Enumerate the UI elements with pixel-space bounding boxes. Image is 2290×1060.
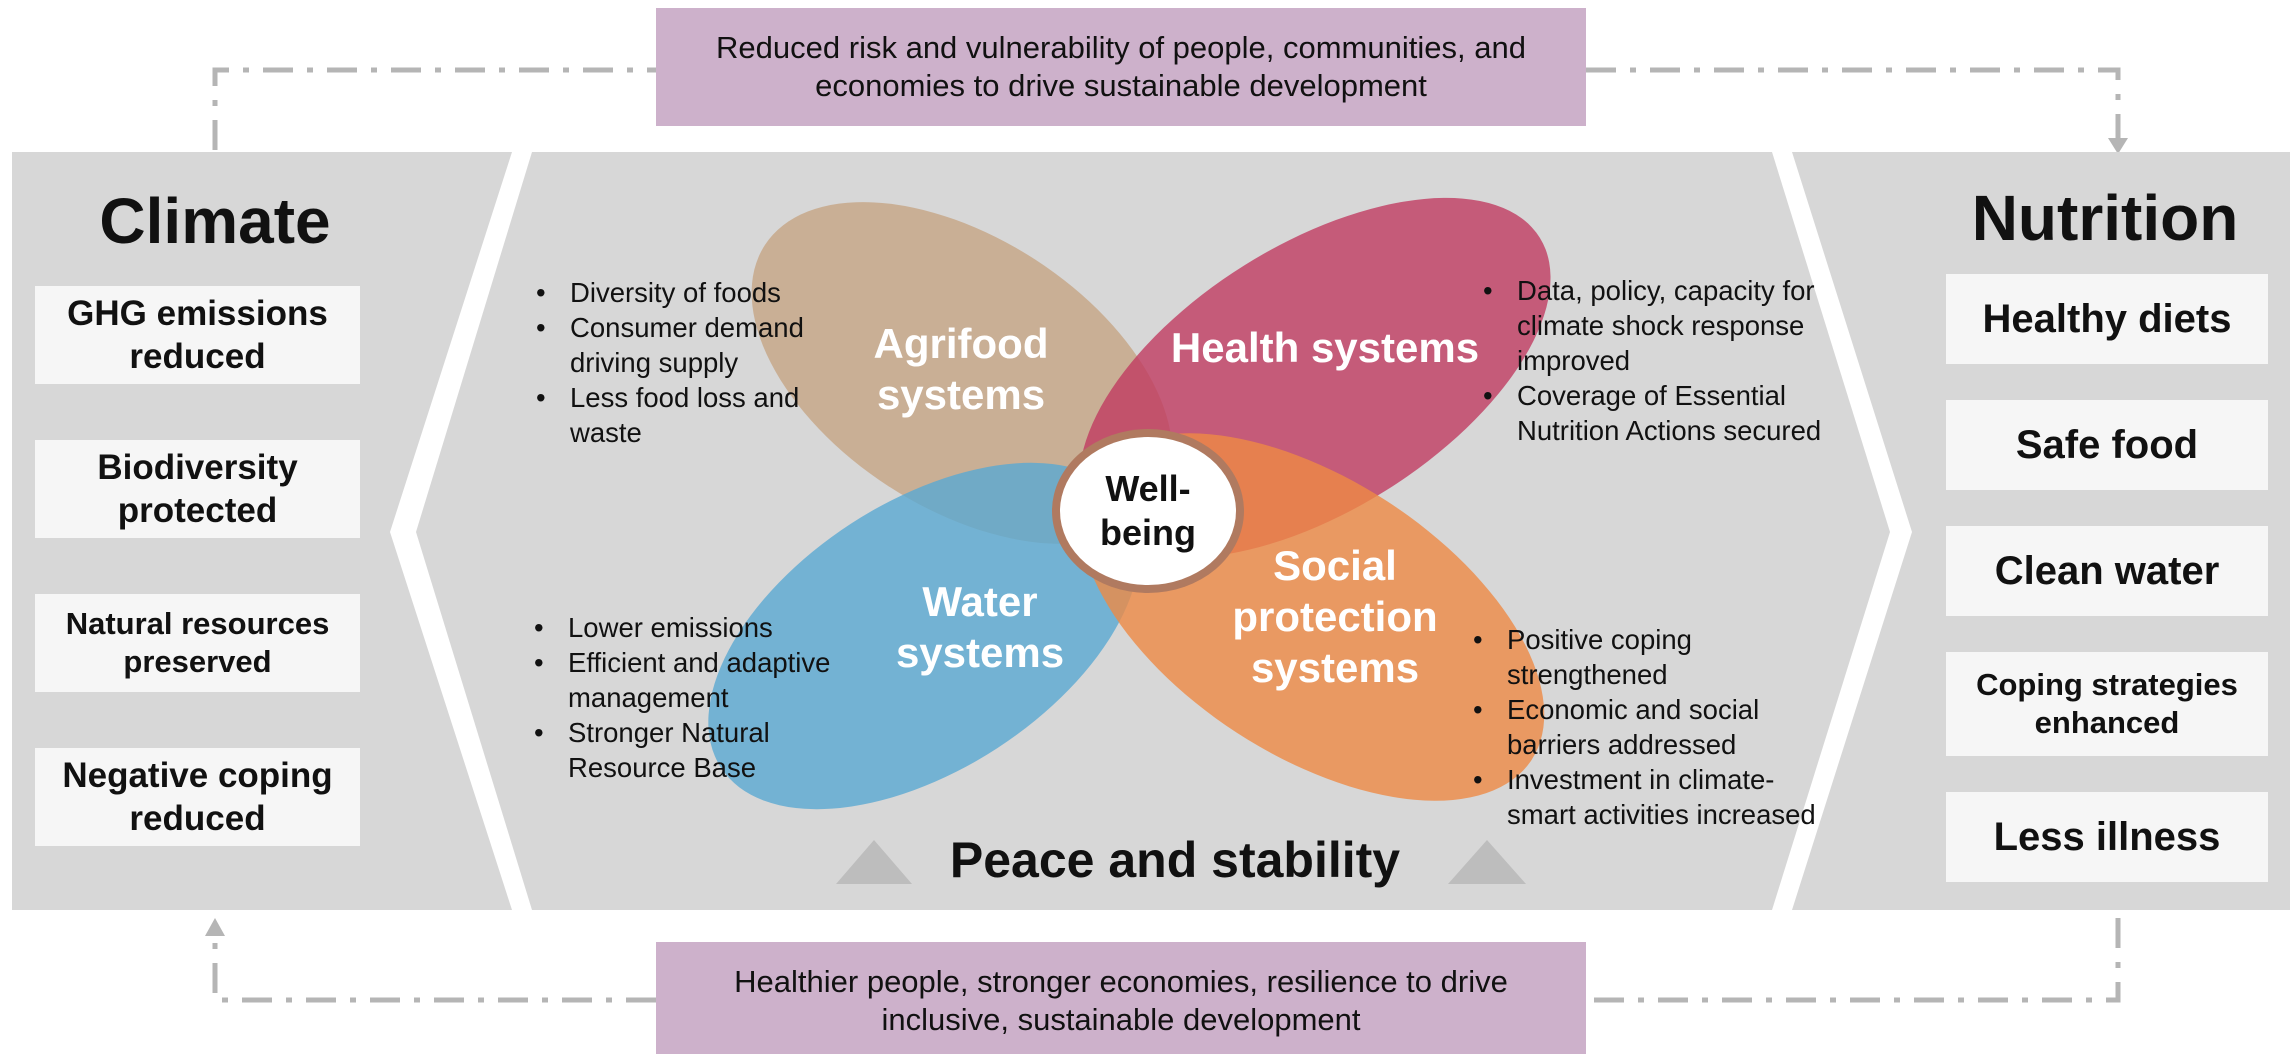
peace-triangle-right: [1448, 840, 1526, 884]
social-bullets: Positive coping strengthened Economic an…: [1469, 622, 1839, 832]
water-bullet: Stronger Natural Resource Base: [530, 715, 870, 785]
social-label: Social protection systems: [1232, 542, 1438, 691]
health-label: Health systems: [1170, 324, 1480, 371]
nutrition-item-safe-food: Safe food: [1946, 400, 2268, 490]
nutrition-title: Nutrition: [1971, 182, 2239, 254]
climate-item-biodiversity: Biodiversity protected: [35, 440, 360, 538]
social-bullet: Positive coping strengthened: [1469, 622, 1839, 692]
agrifood-bullet: Consumer demand driving supply: [532, 310, 832, 380]
peace-stability-label: Peace and stability: [949, 832, 1401, 888]
water-bullet: Efficient and adaptive management: [530, 645, 870, 715]
climate-item-ghg: GHG emissions reduced: [35, 286, 360, 384]
agrifood-bullet: Diversity of foods: [532, 275, 832, 310]
banner-top-bg: [656, 8, 1586, 126]
feedback-loop-top: [212, 67, 2121, 150]
nutrition-item-less-illness: Less illness: [1946, 792, 2268, 882]
agrifood-bullets: Diversity of foods Consumer demand drivi…: [532, 275, 832, 450]
feedback-loop-bottom: [212, 918, 2121, 1003]
agrifood-bullet: Less food loss and waste: [532, 380, 832, 450]
climate-item-natural-resources: Natural resources preserved: [35, 594, 360, 692]
nutrition-item-clean-water: Clean water: [1946, 526, 2268, 616]
banner-top: Reduced risk and vulnerability of people…: [716, 30, 1526, 103]
water-label: Water systems: [895, 578, 1065, 676]
banner-bottom-bg: [656, 942, 1586, 1054]
wellbeing-center: Well-being: [1060, 437, 1236, 585]
climate-item-negative-coping: Negative coping reduced: [35, 748, 360, 846]
climate-title: Climate: [99, 185, 331, 257]
feedback-arrow-bottom-head: [205, 918, 225, 936]
agrifood-label: Agrifood systems: [873, 320, 1049, 418]
nutrition-item-coping-strategies: Coping strategies enhanced: [1946, 652, 2268, 756]
social-bullet: Investment in climate-smart activities i…: [1469, 762, 1839, 832]
health-bullet: Data, policy, capacity for climate shock…: [1479, 273, 1849, 378]
water-bullets: Lower emissions Efficient and adaptive m…: [530, 610, 870, 785]
water-bullet: Lower emissions: [530, 610, 870, 645]
banner-bottom: Healthier people, stronger economies, re…: [734, 964, 1508, 1037]
social-bullet: Economic and social barriers addressed: [1469, 692, 1839, 762]
nutrition-item-healthy-diets: Healthy diets: [1946, 274, 2268, 364]
feedback-arrow-top-head: [2108, 138, 2128, 154]
health-bullets: Data, policy, capacity for climate shock…: [1479, 273, 1849, 448]
wellbeing-label: Well-being: [1100, 468, 1196, 553]
health-bullet: Coverage of Essential Nutrition Actions …: [1479, 378, 1849, 448]
agrifood-petal: [751, 202, 1173, 544]
peace-triangle-left: [836, 840, 912, 884]
